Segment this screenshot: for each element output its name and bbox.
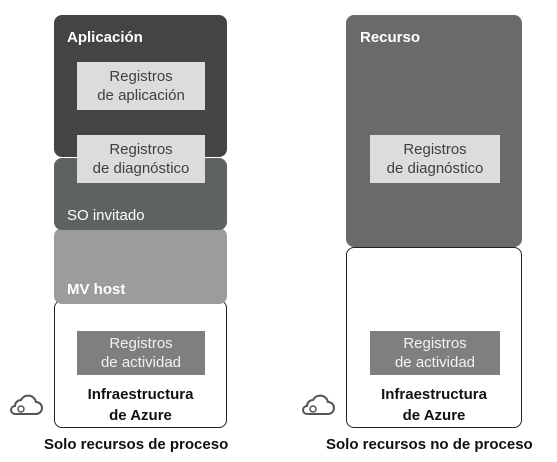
azure-infrastructure-label-left: Infraestructura de Azure — [87, 386, 194, 424]
resource-layer — [346, 15, 522, 247]
diagnostic-logs-chip-left: Registros de diagnóstico — [77, 135, 205, 183]
azure-infrastructure-label-right: Infraestructura de Azure — [381, 386, 487, 424]
host-vm-layer — [54, 228, 227, 304]
guest-os-label: SO invitado — [67, 207, 145, 224]
activity-logs-chip-left: Registros de actividad — [77, 331, 205, 375]
host-vm-label: MV host — [67, 281, 126, 298]
diagnostic-logs-chip-right: Registros de diagnóstico — [370, 135, 500, 183]
application-layer-label: Aplicación — [67, 29, 143, 46]
cloud-gear-icon — [10, 394, 43, 415]
cloud-gear-icon — [302, 394, 335, 415]
activity-logs-chip-right: Registros de actividad — [370, 331, 500, 375]
caption-left: Solo recursos de proceso — [44, 436, 229, 453]
application-logs-chip: Registros de aplicación — [77, 62, 205, 110]
resource-layer-label: Recurso — [360, 29, 421, 46]
caption-right: Solo recursos no de proceso — [326, 436, 533, 453]
